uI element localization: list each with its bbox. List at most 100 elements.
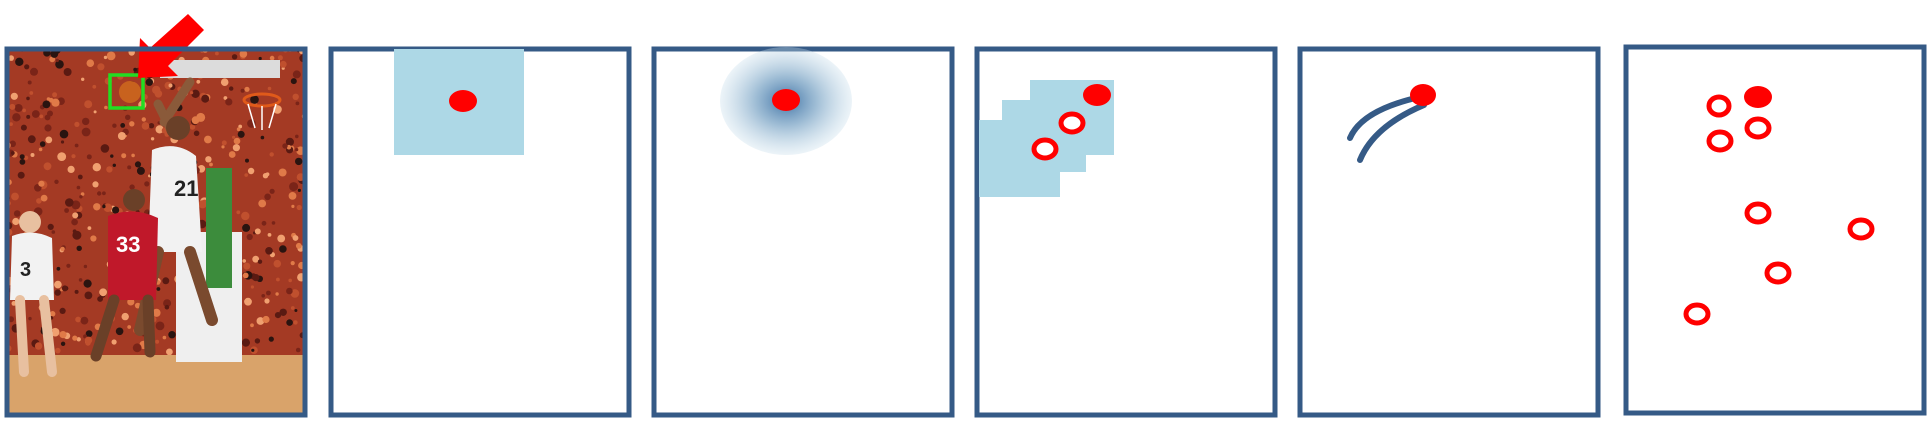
crowd-speckle [127,325,132,329]
panel-frame [1623,44,1927,416]
crowd-speckle [81,77,85,82]
crowd-speckle [290,306,295,310]
crowd-speckle [168,331,176,339]
crowd-speckle [233,137,241,145]
crowd-speckle [243,262,251,270]
crowd-speckle [102,204,106,209]
svg-text:33: 33 [116,232,140,257]
basketball-scene-image: 21 33 3 [7,49,305,415]
crowd-speckle [269,152,274,157]
crowd-speckle [24,64,30,70]
crowd-speckle [30,153,35,157]
crowd-speckle [52,92,58,98]
crowd-speckle [152,308,161,317]
crowd-speckle [39,141,46,147]
crowd-speckle [134,161,142,168]
crowd-speckle [54,289,61,296]
crowd-speckle [265,247,273,255]
crowd-speckle [257,259,263,264]
crowd-speckle [141,122,150,130]
crowd-speckle [12,217,20,226]
crowd-speckle [209,162,213,167]
crowd-speckle [81,127,91,137]
particle [1706,129,1734,153]
crowd-speckle [83,334,88,339]
basketball [119,81,141,103]
crowd-speckle [242,272,249,279]
crowd-speckle [83,279,92,288]
crowd-speckle [42,100,51,109]
crowd-speckle [117,132,126,140]
crowd-speckle [221,145,225,149]
crowd-speckle [132,343,142,353]
crowd-speckle [275,292,279,296]
net [247,103,277,130]
crowd-speckle [64,208,69,213]
crowd-speckle [288,192,297,200]
crowd-speckle [221,140,227,146]
panel-frame [1297,46,1601,418]
crowd-speckle [36,198,42,204]
red-arrow-icon [138,14,204,78]
crowd-speckle [103,203,113,212]
crowd-speckle [295,134,299,139]
crowd-speckle [250,323,254,328]
crowd-speckle [112,123,117,128]
crowd-speckle [66,263,71,268]
crowd-speckle [26,96,30,101]
crowd-speckle [244,173,248,177]
trajectory-trail-upper [1347,94,1423,141]
crowd-speckle [19,159,26,165]
svg-text:3: 3 [20,259,31,281]
crowd-speckle [155,125,164,134]
crowd-speckle [262,315,270,324]
crowd-speckle [268,336,274,342]
crowd-speckle [240,88,245,93]
crowd-speckle [245,158,249,163]
crowd-speckle [51,230,56,234]
crowd-speckle [92,163,102,172]
crowd-speckle [59,331,67,339]
crowd-speckle [60,246,65,252]
crowd-speckle [266,290,271,296]
court-floor [7,355,305,415]
crowd-speckle [59,307,66,314]
crowd-speckle [292,235,299,241]
crowd-speckle [75,316,81,323]
crowd-speckle [246,233,253,241]
crowd-speckle [19,154,25,160]
crowd-speckle [288,278,293,283]
crowd-speckle [8,55,14,61]
crowd-speckle [27,80,32,85]
crowd-speckle [40,194,48,202]
crowd-speckle [17,171,25,179]
crowd-speckle [131,153,135,158]
crowd-speckle [154,90,163,98]
crowd-speckle [79,195,83,199]
crowd-speckle [54,280,62,289]
crowd-speckle [162,335,167,340]
crowd-speckle [278,168,287,177]
crowd-speckle [205,156,212,163]
crowd-speckle [236,210,241,215]
particle [1744,201,1772,225]
crowd-speckle [63,68,72,76]
crowd-speckle [11,192,19,201]
crowd-speckle [90,235,97,242]
candidate-ring [1058,111,1086,135]
crowd-speckle [258,199,267,208]
crowd-speckle [290,289,300,298]
crowd-speckle [228,151,236,158]
crowd-speckle [120,123,126,128]
crowd-speckle [54,179,59,184]
crowd-speckle [92,181,99,188]
crowd-speckle [242,223,251,232]
particle [1764,261,1792,285]
crowd-speckle [83,264,88,269]
crowd-speckle [242,259,246,263]
crowd-speckle [65,198,74,207]
crowd-speckle [293,320,298,325]
crowd-speckle [269,55,275,61]
crowd-speckle [106,166,113,173]
